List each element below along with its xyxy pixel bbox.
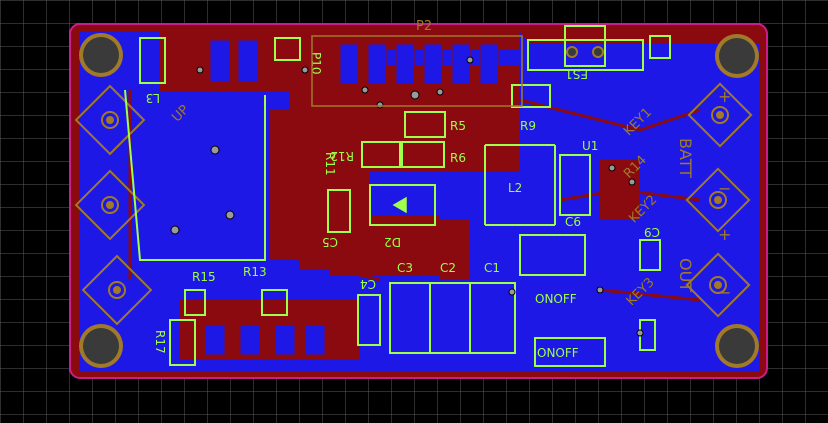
diode-symbol	[392, 196, 407, 214]
mounting-holes	[79, 33, 759, 368]
silkscreen-components	[139, 25, 671, 367]
label-p10: P10	[309, 52, 323, 75]
label-u1: U1	[582, 139, 598, 153]
label-r9: R9	[520, 119, 536, 133]
traces	[128, 90, 701, 302]
label-r6: R6	[450, 151, 466, 165]
left-component-outline	[124, 89, 266, 261]
label-minus-top: −	[718, 179, 731, 198]
label-batt: BATT	[676, 138, 695, 178]
label-r17: R17	[153, 330, 167, 354]
label-c3: C3	[397, 261, 413, 275]
label-plus-out: +	[718, 225, 731, 244]
label-r13: R13	[243, 265, 267, 279]
label-r15: R15	[192, 270, 216, 284]
label-es1: ES1	[565, 67, 588, 81]
label-c5: C5	[322, 235, 338, 249]
label-l3: L3	[146, 91, 160, 105]
tact-switches-right	[685, 82, 753, 318]
label-l2: L2	[508, 181, 522, 195]
label-r5: R5	[450, 119, 466, 133]
label-c2: C2	[440, 261, 456, 275]
label-r11: R11	[323, 152, 337, 176]
label-plus-top: +	[718, 87, 731, 106]
label-r12: R12	[330, 149, 354, 163]
label-d2: D2	[384, 235, 401, 249]
label-c9: C9	[644, 225, 660, 239]
label-minus-out: −	[718, 283, 731, 302]
label-out: OUT	[676, 258, 695, 292]
label-p2: P2	[416, 19, 432, 34]
es1-holes	[566, 46, 604, 58]
smd-pads	[204, 39, 499, 356]
label-c1: C1	[484, 261, 500, 275]
label-c6: C6	[565, 215, 581, 229]
label-onoff-top: ONOFF	[535, 292, 577, 306]
label-onoff-switch: ONOFF	[537, 346, 579, 360]
header-p2-outline	[311, 35, 523, 107]
label-c4: C4	[360, 277, 376, 291]
vias	[170, 56, 644, 337]
